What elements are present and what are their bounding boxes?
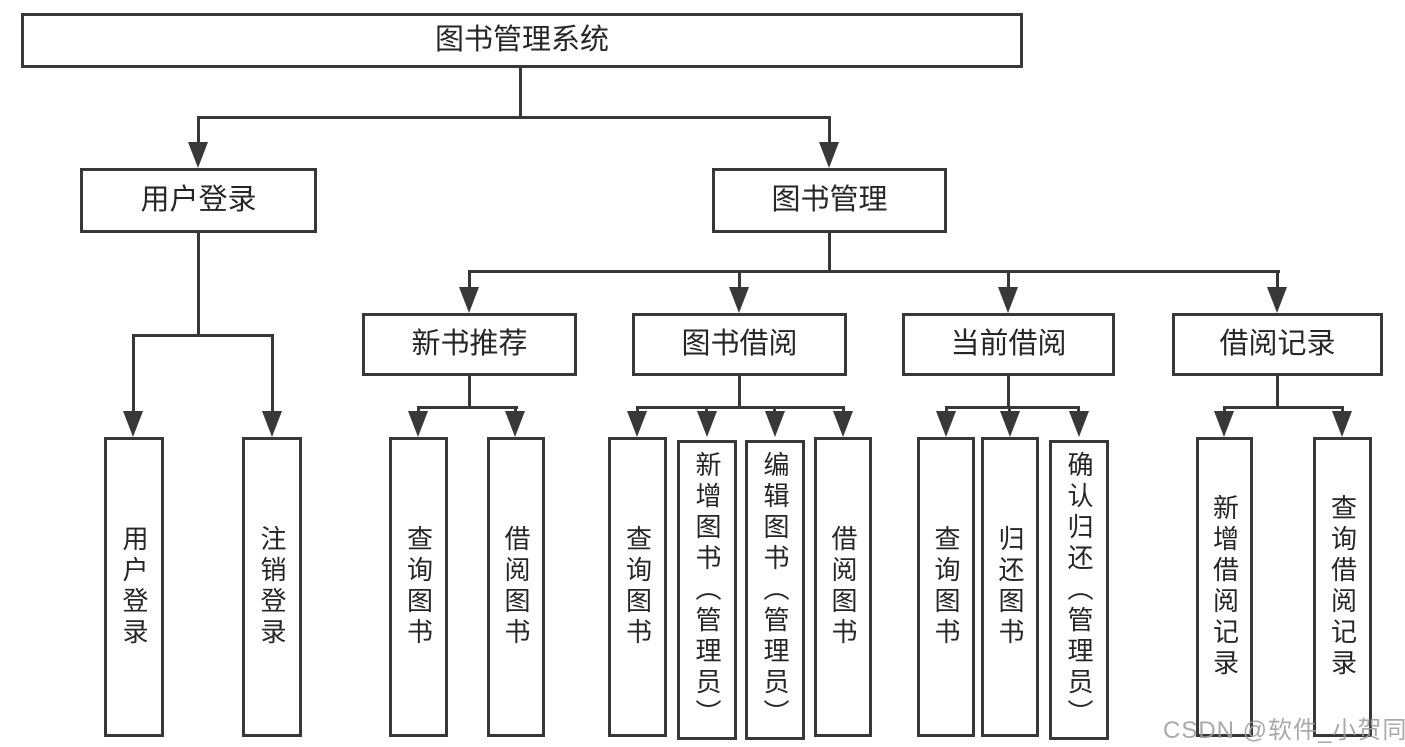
arrowhead	[765, 411, 785, 437]
arrowhead	[505, 411, 525, 437]
node-label: 查询图书	[403, 525, 434, 649]
node-leaf-borrow-books-recommend: 借阅图书	[487, 437, 545, 737]
connector-user-login-stub	[197, 230, 200, 336]
arrowhead	[998, 287, 1018, 313]
node-new-book-recommend: 新书推荐	[362, 313, 577, 376]
node-leaf-confirm-return-admin: 确认归还（管理员）	[1049, 440, 1109, 740]
arrowhead	[936, 411, 956, 437]
node-book-management: 图书管理	[712, 168, 947, 233]
arrowhead	[627, 411, 647, 437]
node-user-login: 用户登录	[80, 168, 317, 233]
connector-vline	[1007, 270, 1010, 292]
node-leaf-user-login: 用户登录	[104, 437, 164, 737]
csdn-watermark: CSDN @软件_小贺同学	[1163, 717, 1405, 744]
arrowhead	[697, 411, 717, 437]
node-label: 用户登录	[140, 184, 257, 216]
node-current-borrowing: 当前借阅	[902, 313, 1115, 376]
arrowhead	[123, 411, 143, 437]
connector-stub-user-login	[197, 116, 200, 146]
arrowhead	[1069, 411, 1089, 437]
arrowhead	[1267, 287, 1287, 313]
node-label: 图书管理	[771, 184, 888, 216]
arrowhead	[1332, 411, 1352, 437]
connector-level1-rail	[197, 116, 831, 119]
arrowhead	[408, 411, 428, 437]
node-label: 当前借阅	[950, 328, 1067, 360]
node-leaf-query-books-recommend: 查询图书	[389, 437, 448, 737]
connector-user-login-rail	[132, 334, 274, 337]
connector-vline	[738, 270, 741, 292]
connector-vline	[271, 334, 274, 414]
node-leaf-query-books-current: 查询图书	[917, 437, 975, 737]
arrowhead	[262, 411, 282, 437]
node-leaf-query-borrow-record: 查询借阅记录	[1313, 437, 1372, 737]
arrowhead-user-login	[188, 142, 208, 168]
node-leaf-add-borrow-record: 新增借阅记录	[1196, 437, 1253, 737]
connector-level3-rail	[468, 270, 1280, 273]
node-leaf-borrow-books: 借阅图书	[814, 437, 872, 737]
arrowhead-book-mgmt	[819, 142, 839, 168]
connector-stub-book-mgmt	[828, 116, 831, 146]
node-leaf-logout: 注销登录	[242, 437, 302, 737]
connector-borrow-record-stub	[1276, 374, 1279, 408]
node-leaf-add-books-admin: 新增图书（管理员）	[677, 440, 737, 740]
connector-vline	[1276, 270, 1279, 292]
connector-current-borrow-stub	[1007, 374, 1010, 408]
connector-root-stub	[519, 66, 522, 118]
node-label: 用户登录	[119, 525, 149, 649]
node-label: 新书推荐	[411, 328, 528, 360]
node-leaf-return-books: 归还图书	[981, 437, 1039, 737]
node-label: 归还图书	[995, 525, 1025, 649]
node-label: 编辑图书（管理员）	[760, 450, 790, 730]
node-label: 借阅图书	[828, 525, 858, 649]
node-label: 确认归还（管理员）	[1064, 450, 1094, 730]
connector-book-borrow-rail	[636, 406, 845, 409]
node-leaf-query-books-borrow: 查询图书	[608, 437, 667, 737]
node-book-borrowing: 图书借阅	[632, 313, 847, 376]
connector-book-mgmt-stub	[828, 230, 831, 272]
arrowhead	[459, 287, 479, 313]
node-label: 图书借阅	[681, 328, 798, 360]
arrowhead	[1214, 411, 1234, 437]
connector-vline	[468, 270, 471, 292]
connector-new-book-rail	[417, 406, 518, 409]
node-label: 借阅记录	[1219, 328, 1336, 360]
arrowhead	[1000, 411, 1020, 437]
arrowhead	[729, 287, 749, 313]
connector-borrow-record-rail	[1223, 406, 1343, 409]
node-label: 查询图书	[622, 525, 653, 649]
node-label: 借阅图书	[501, 525, 531, 649]
node-label: 查询图书	[931, 525, 961, 649]
node-borrowing-records: 借阅记录	[1172, 313, 1383, 376]
node-label: 注销登录	[257, 525, 287, 649]
connector-vline	[132, 334, 135, 414]
arrowhead	[833, 411, 853, 437]
node-leaf-edit-books-admin: 编辑图书（管理员）	[745, 440, 805, 740]
node-label: 新增图书（管理员）	[692, 450, 722, 730]
connector-new-book-stub	[468, 374, 471, 408]
node-label: 图书管理系统	[434, 24, 609, 56]
node-label: 查询借阅记录	[1327, 494, 1358, 680]
connector-book-borrow-stub	[738, 374, 741, 408]
connector-current-borrow-rail	[945, 406, 1080, 409]
node-book-management-system: 图书管理系统	[21, 13, 1023, 68]
node-label: 新增借阅记录	[1209, 494, 1240, 680]
